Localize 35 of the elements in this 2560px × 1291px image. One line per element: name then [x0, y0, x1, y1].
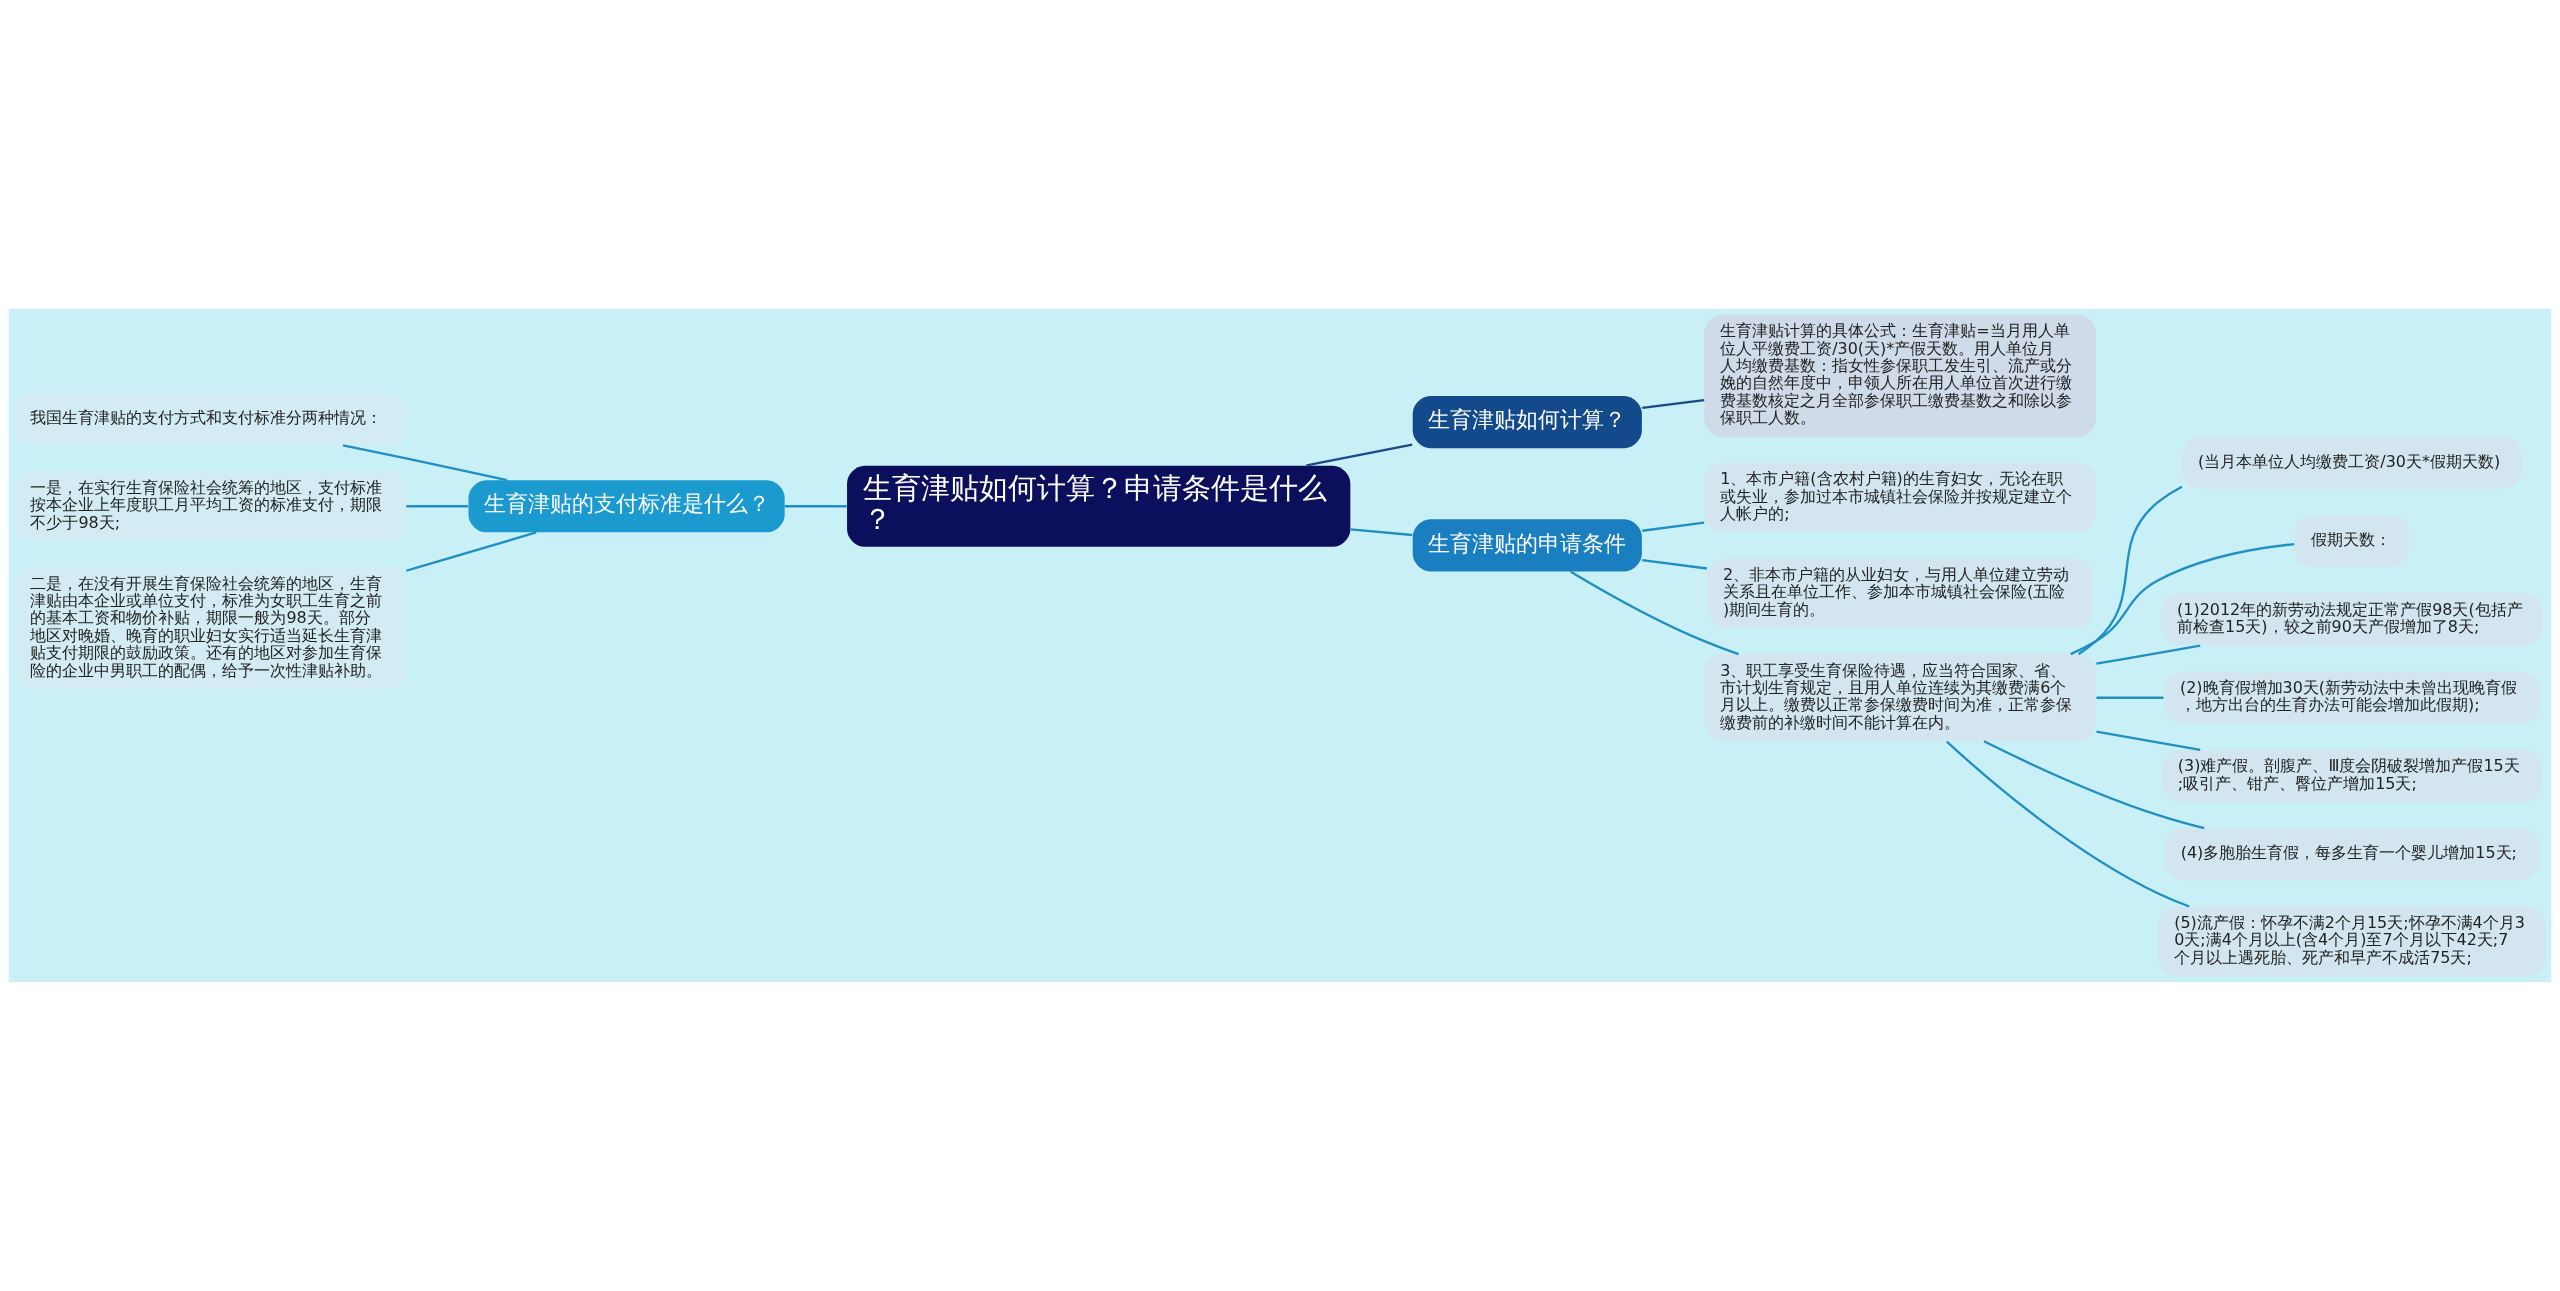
connector	[2096, 730, 2201, 751]
connector	[1305, 443, 1413, 467]
connector	[1946, 740, 2190, 908]
node-box: 一是，在实行生育保险社会统筹的地区，支付标准按本企业上年度职工月平均工资的标准支付，期限不少于98天;	[14, 471, 407, 542]
node-box: (5)流产假：怀孕不满2个月15天;怀孕不满4个月30天;满4个月以上(含4个月)至7个月以下42天;7个月以上遇死胎、死产和早产不成活75天;	[2158, 906, 2546, 977]
node-box: 3、职工享受生育保险待遇，应当符合国家、省、市计划生育规定，且用人单位连续为其缴费满6个月以上。缴费以正常参保缴费时间为准，正常参保缴费前的补缴时间不能计算在内。	[1704, 654, 2096, 742]
connector	[1642, 398, 1705, 410]
connector	[342, 444, 508, 482]
connector	[2096, 696, 2164, 699]
node-box: 生育津贴计算的具体公式：生育津贴=当月用人单位人平缴费工资/30(天)*产假天数。用人单位月人均缴费基数：指女性参保职工发生引、流产或分娩的自然年度中，申领人所在用人单位首次进行缴费基数核定之月全部参保职工缴费基数之和除以参保职工人数。	[1704, 314, 2096, 437]
connector	[406, 531, 537, 572]
node-box: 生育津贴的支付标准是什么？	[468, 480, 785, 533]
connector	[1642, 558, 1708, 570]
node-box: (当月本单位人均缴费工资/30天*假期天数)	[2182, 436, 2522, 489]
connector	[1350, 528, 1413, 537]
connector	[784, 505, 847, 508]
connector	[406, 505, 469, 508]
node-box: 生育津贴如何计算？申请条件是什么？	[847, 465, 1351, 547]
node-box: 我国生育津贴的支付方式和支付标准分两种情况：	[14, 393, 407, 446]
node-box: 生育津贴的申请条件	[1412, 519, 1642, 572]
connector	[1642, 521, 1705, 532]
node-box: (4)多胞胎生育假，每多生育一个婴儿增加15天;	[2164, 828, 2539, 881]
node-box: (2)晚育假增加30天(新劳动法中未曾出现晚育假，地方出台的生育办法可能会增加此假期);	[2164, 671, 2540, 724]
connector	[2077, 485, 2183, 656]
node-box: 2、非本市户籍的从业妇女，与用人单位建立劳动关系且在单位工作、参加本市城镇社会保险(五险)期间生育的。	[1707, 558, 2093, 629]
node-box: 假期天数：	[2294, 514, 2410, 568]
node-box: (3)难产假。剖腹产、Ⅲ度会阴破裂增加产假15天;吸引产、钳产、臀位产增加15天;	[2161, 749, 2542, 803]
connector	[2070, 542, 2295, 656]
node-box: 1、本市户籍(含农村户籍)的生育妇女，无论在职或失业，参加过本市城镇社会保险并按规定建立个人帐户的;	[1704, 462, 2096, 533]
connector	[2096, 644, 2201, 665]
node-box: 二是，在没有开展生育保险社会统筹的地区，生育津贴由本企业或单位支付，标准为女职工生育之前的基本工资和物价补贴，期限一般为98天。部分地区对晚婚、晚育的职业妇女实行适当延长生育津贴支付期限的鼓励政策。还有的地区对参加生育保险的企业中男职工的配偶，给予一次性津贴补助。	[14, 567, 407, 689]
connector	[1983, 740, 2205, 830]
node-box: (1)2012年的新劳动法规定正常产假98天(包括产前检查15天)，较之前90天产假增加了8天;	[2161, 593, 2543, 646]
node-box: 生育津贴如何计算？	[1412, 396, 1642, 449]
connector	[1570, 570, 1739, 656]
